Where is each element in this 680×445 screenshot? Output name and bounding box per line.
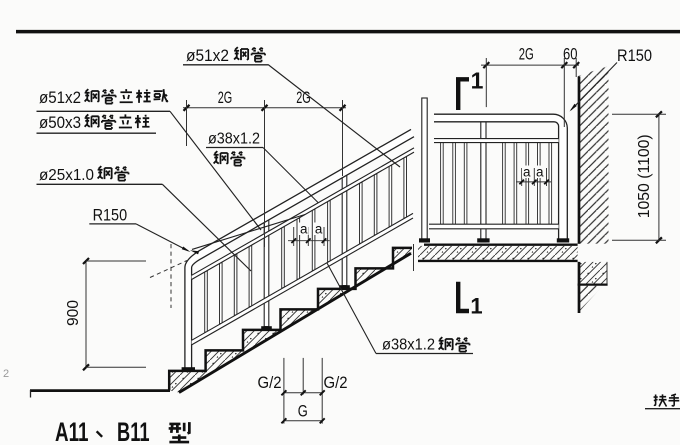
svg-text:ø51x2: ø51x2 [39, 89, 81, 107]
svg-text:ø38x1.2: ø38x1.2 [208, 131, 260, 148]
svg-text:R150: R150 [93, 207, 128, 225]
svg-text:B11: B11 [117, 417, 150, 445]
svg-text:1: 1 [471, 68, 484, 94]
svg-text:ø50x3: ø50x3 [39, 114, 81, 132]
svg-text:A11: A11 [55, 417, 89, 445]
svg-text:R150: R150 [617, 47, 652, 65]
svg-text:2G: 2G [218, 88, 233, 107]
svg-text:a: a [300, 222, 308, 237]
svg-text:1050 (1100): 1050 (1100) [636, 134, 653, 218]
svg-text:2G: 2G [296, 88, 311, 107]
svg-text:ø25x1.0: ø25x1.0 [39, 167, 94, 184]
svg-text:60: 60 [563, 45, 578, 64]
svg-text:2: 2 [3, 368, 9, 380]
svg-text:a: a [315, 222, 323, 237]
svg-text:1: 1 [470, 294, 482, 319]
svg-text:G: G [298, 403, 308, 421]
svg-text:ø51x2: ø51x2 [186, 47, 229, 65]
svg-text:G/2: G/2 [258, 374, 282, 392]
svg-text:2G: 2G [519, 45, 534, 64]
svg-text:ø38x1.2: ø38x1.2 [382, 337, 435, 354]
svg-text:a: a [536, 165, 544, 180]
svg-text:a: a [523, 165, 531, 180]
svg-text:900: 900 [65, 300, 82, 326]
svg-text:G/2: G/2 [324, 374, 348, 392]
